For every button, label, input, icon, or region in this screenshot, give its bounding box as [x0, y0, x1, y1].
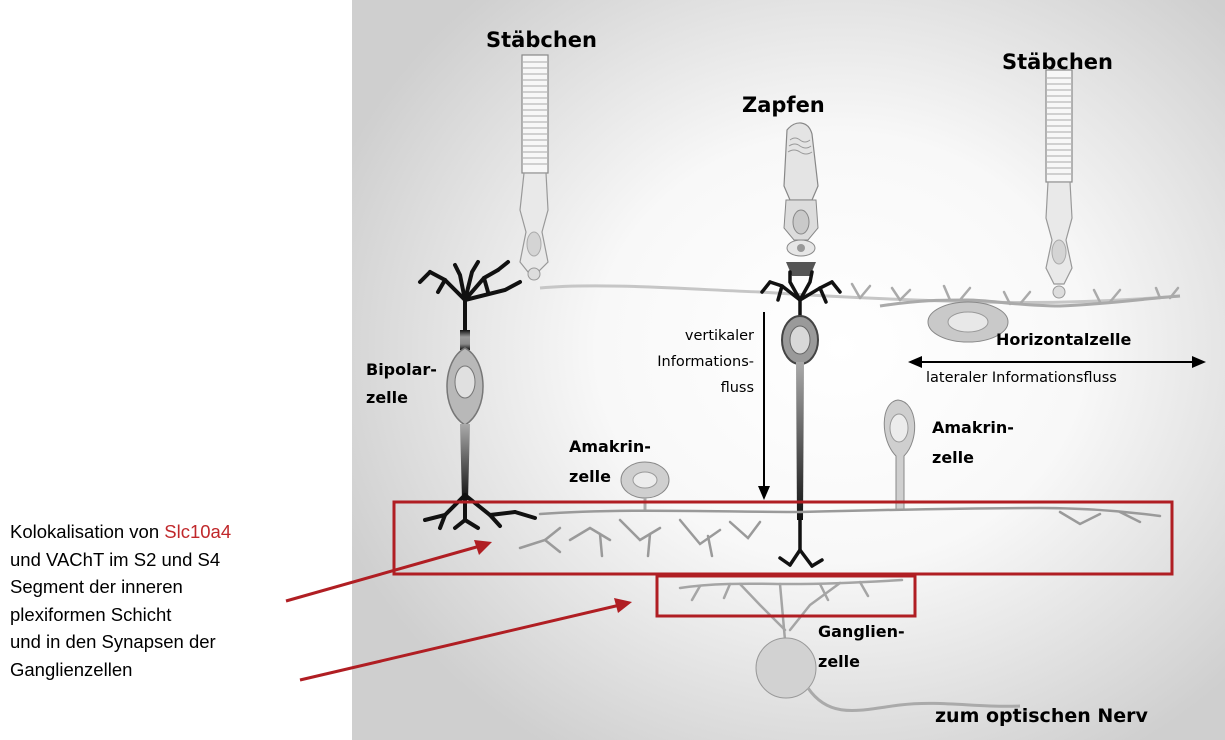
bipolar-cell-label: Bipolar- zelle	[366, 356, 437, 412]
ganglion-label-line1: Ganglien-	[818, 617, 905, 647]
bipolar-label-line2: zelle	[366, 384, 437, 412]
bipolar-cell	[420, 262, 535, 528]
ganglion-label-line2: zelle	[818, 647, 905, 677]
cone-bipolar-cell	[762, 272, 840, 566]
rod-left-label: Stäbchen	[486, 28, 597, 52]
amacrine-left-label: Amakrin- zelle	[569, 432, 651, 492]
vertical-label-line2: Informations-	[618, 349, 754, 375]
amacrine-left-line2: zelle	[569, 462, 651, 492]
cone-label: Zapfen	[742, 93, 825, 117]
vertical-label-line3: fluss	[618, 375, 754, 401]
caption-line6: Ganglienzellen	[10, 656, 350, 684]
optic-nerve-label: zum optischen Nerv	[935, 705, 1148, 727]
amacrine-left-line1: Amakrin-	[569, 432, 651, 462]
rod-right	[1046, 70, 1072, 298]
horizontal-cell-label: Horizontalzelle	[996, 330, 1131, 349]
amacrine-right-label: Amakrin- zelle	[932, 413, 1014, 473]
caption-gene-highlight: Slc10a4	[164, 521, 231, 542]
vertical-label-line1: vertikaler	[618, 323, 754, 349]
lateral-flow-label: lateraler Informationsfluss	[926, 370, 1117, 386]
caption-line1: Kolokalisation von Slc10a4	[10, 518, 350, 546]
amacrine-cell-right	[884, 400, 914, 510]
caption: Kolokalisation von Slc10a4 und VAChT im …	[10, 518, 350, 684]
caption-line5: und in den Synapsen der	[10, 628, 350, 656]
bipolar-label-line1: Bipolar-	[366, 356, 437, 384]
rod-left	[520, 55, 548, 280]
amacrine-right-line1: Amakrin-	[932, 413, 1014, 443]
caption-line4: plexiformen Schicht	[10, 601, 350, 629]
caption-line1-prefix: Kolokalisation von	[10, 521, 164, 542]
ganglion-cell-label: Ganglien- zelle	[818, 617, 905, 677]
cone	[784, 123, 818, 276]
rod-right-label: Stäbchen	[1002, 50, 1113, 74]
amacrine-right-line2: zelle	[932, 443, 1014, 473]
vertical-flow-arrow	[758, 312, 770, 500]
outer-plexiform-line	[540, 286, 1180, 303]
caption-line3: Segment der inneren	[10, 573, 350, 601]
inner-plexiform-dendrites	[520, 508, 1160, 556]
vertical-flow-label: vertikaler Informations- fluss	[618, 323, 754, 401]
lateral-flow-arrow	[908, 356, 1206, 368]
caption-line2: und VAChT im S2 und S4	[10, 546, 350, 574]
